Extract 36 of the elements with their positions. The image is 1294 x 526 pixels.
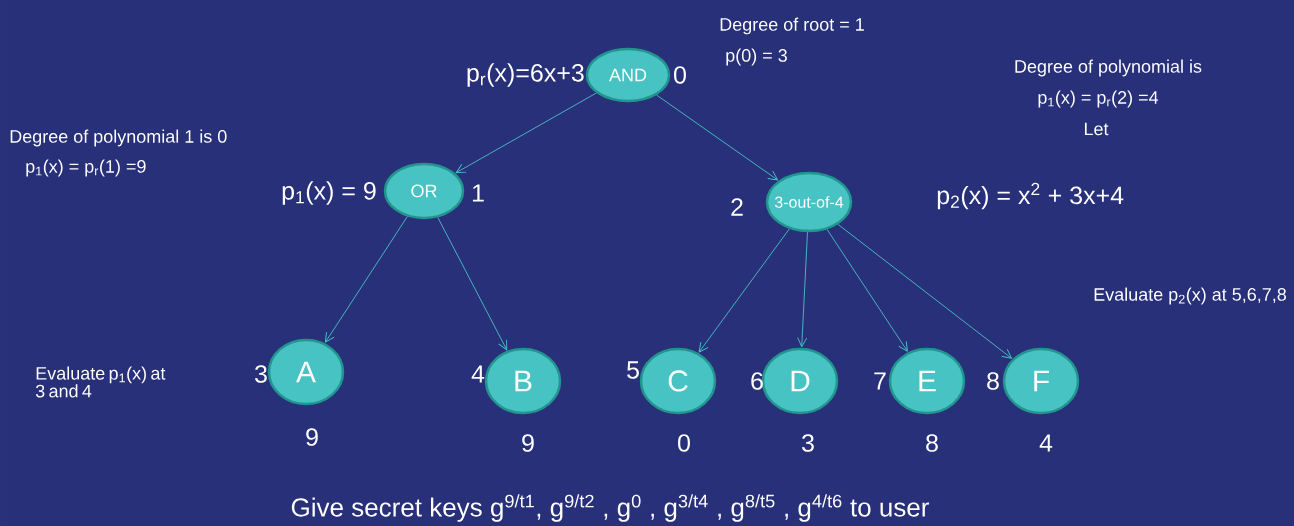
arrow bbox=[324, 216, 408, 343]
node-value: 8 bbox=[926, 434, 938, 452]
secret-keys-text: Give secret keys g$^{9/t1}$, g$^{9/t2}$ , g$^{0}$ , g$^{3/t4}$ , g$^{8/t5}$ , g$^{4/t6}$ to user bbox=[291, 494, 929, 522]
node-number: 6 bbox=[751, 372, 763, 390]
node-value: 4 bbox=[1039, 434, 1053, 452]
arrow bbox=[437, 217, 508, 351]
node-number: 1 bbox=[472, 184, 484, 202]
node-number: 2 bbox=[731, 198, 743, 216]
arrow bbox=[797, 231, 808, 348]
arrow bbox=[837, 223, 1013, 359]
note-text: Evaluate p$_{2}$(x) at 5,6,7,8 bbox=[1094, 287, 1286, 305]
arrow bbox=[656, 94, 779, 181]
node-number: 4 bbox=[471, 365, 485, 383]
node-number: 5 bbox=[627, 361, 639, 379]
note-text: p(0) = 3 bbox=[726, 48, 787, 66]
node-value: 9 bbox=[306, 428, 318, 446]
polynomial-label: p$_{r}$(x)=6x+3 bbox=[467, 63, 584, 87]
arrow bbox=[826, 229, 908, 352]
polynomial-label: p$_{2}$(x) = x$^{2}$ + 3x+4 bbox=[937, 182, 1124, 210]
note-text: p$_{1}$(x) = p$_{r}$(1) =9 bbox=[26, 159, 146, 177]
note-text: Evaluate p$_{1}$(x) at 3 and 4 bbox=[35, 366, 166, 398]
node-number: 0 bbox=[674, 66, 686, 84]
arrow bbox=[455, 92, 597, 174]
polynomial-label: p$_{1}$(x) = 9 bbox=[282, 181, 376, 205]
note-text: Degree of polynomial 1 is 0 bbox=[10, 129, 227, 147]
note-text: Degree of polynomial is bbox=[1015, 59, 1202, 77]
arrow bbox=[698, 228, 790, 353]
note-text: Let bbox=[1084, 122, 1109, 136]
note-text: p$_{1}$(x) = p$_{r}$(2) =4 bbox=[1038, 90, 1159, 108]
node-number: 8 bbox=[987, 372, 999, 390]
node-value: 3 bbox=[802, 434, 814, 452]
node-value: 0 bbox=[678, 434, 690, 452]
node-number: 7 bbox=[874, 372, 886, 390]
node-value: 9 bbox=[522, 434, 534, 452]
note-text: Degree of root = 1 bbox=[720, 17, 864, 35]
node-number: 3 bbox=[255, 365, 267, 383]
